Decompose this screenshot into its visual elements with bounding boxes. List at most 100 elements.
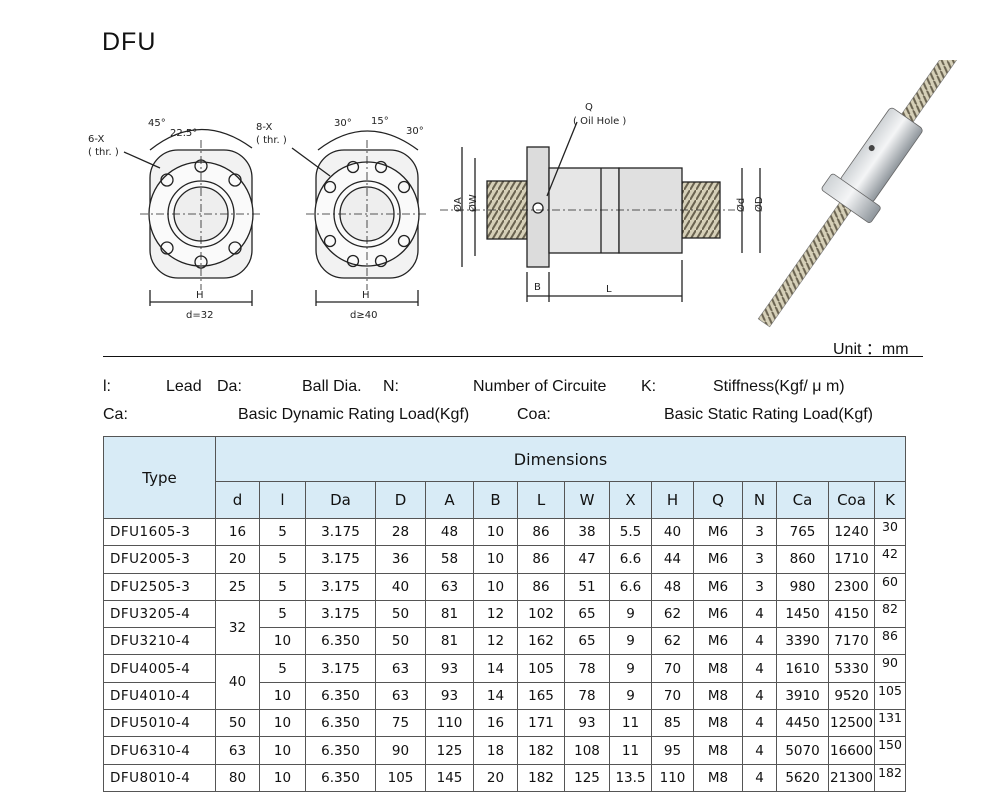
cell-n: 4 (742, 599, 777, 629)
col-header: Ca (776, 481, 829, 519)
cell-a: 93 (425, 654, 474, 683)
cell-w: 108 (564, 736, 610, 765)
cell-type: DFU1605-3 (103, 517, 216, 547)
cell-d: 80 (215, 763, 260, 792)
dimension-table: Type Dimensions d l Da D A B L W X H Q N… (103, 436, 906, 792)
cell-da: 3.175 (305, 599, 376, 629)
col-header: A (425, 481, 474, 519)
legend-dynamic-load: Basic Dynamic Rating Load(Kgf) (238, 406, 470, 423)
cell-l: 5 (259, 572, 306, 601)
cell-b: 10 (473, 517, 518, 547)
cell-ca: 5070 (776, 736, 829, 765)
cell-da: 6.350 (305, 709, 376, 738)
cell-l: 10 (259, 709, 306, 738)
cell-d: 63 (375, 654, 426, 683)
cell-d: 50 (375, 627, 426, 656)
cell-b: 16 (473, 709, 518, 738)
cell-w: 38 (564, 517, 610, 547)
cell-q: M8 (693, 654, 743, 683)
cell-d: 90 (375, 736, 426, 765)
cell-a: 58 (425, 545, 474, 574)
dim-b: B (534, 282, 541, 293)
cell-h: 48 (651, 572, 694, 601)
right-d-label: d≥40 (350, 310, 377, 321)
dim-w: ØW (467, 194, 479, 212)
cell-n: 4 (742, 763, 777, 792)
cell-q: M8 (693, 763, 743, 792)
cell-n: 3 (742, 545, 777, 574)
col-header: Da (305, 481, 376, 519)
cell-d: 50 (375, 599, 426, 629)
cell-n: 3 (742, 572, 777, 601)
cell-x: 6.6 (609, 572, 652, 601)
cell-b: 12 (473, 627, 518, 656)
cell-l: 162 (517, 627, 565, 656)
cell-d: 36 (375, 545, 426, 574)
cell-coa: 9520 (828, 681, 875, 711)
cell-l: 10 (259, 681, 306, 711)
cell-da: 3.175 (305, 654, 376, 683)
cell-d: 105 (375, 763, 426, 792)
cell-coa: 12500 (828, 709, 875, 738)
cell-d: 28 (375, 517, 426, 547)
cell-n: 3 (742, 517, 777, 547)
cell-d: 63 (375, 681, 426, 711)
cell-q: M6 (693, 572, 743, 601)
col-header: X (609, 481, 652, 519)
cell-b: 20 (473, 763, 518, 792)
col-header: W (564, 481, 610, 519)
col-header: d (215, 481, 260, 519)
cell-d: 75 (375, 709, 426, 738)
cell-n: 4 (742, 736, 777, 765)
legend-stiffness: Stiffness(Kgf/ μ m) (713, 378, 845, 395)
col-header: H (651, 481, 694, 519)
legend-l-key: l: (103, 378, 111, 395)
unit-label: Unit ：mm (833, 341, 909, 358)
cell-d: 40 (375, 572, 426, 601)
cell-l: 5 (259, 599, 306, 629)
left-angle1: 45° (148, 118, 166, 129)
cell-q: M6 (693, 627, 743, 656)
cell-d: 25 (215, 572, 260, 601)
cell-ca: 765 (776, 517, 829, 547)
cell-b: 18 (473, 736, 518, 765)
cell-k: 60 (874, 572, 906, 601)
cell-type: DFU3205-4 (103, 599, 216, 629)
right-thr-label: ( thr. ) (256, 135, 287, 146)
oil-hole-q: Q (585, 102, 593, 113)
divider (103, 356, 923, 357)
col-header: B (473, 481, 518, 519)
cell-n: 4 (742, 681, 777, 711)
col-header: Q (693, 481, 743, 519)
cell-l: 105 (517, 654, 565, 683)
cell-q: M8 (693, 736, 743, 765)
cell-q: M6 (693, 599, 743, 629)
legend-da-key: Da: (217, 378, 242, 395)
cell-h: 70 (651, 654, 694, 683)
type-header: Type (103, 436, 216, 519)
col-header: K (874, 481, 906, 519)
cell-h: 95 (651, 736, 694, 765)
cell-coa: 7170 (828, 627, 875, 656)
cell-h: 85 (651, 709, 694, 738)
cell-x: 13.5 (609, 763, 652, 792)
cell-type: DFU3210-4 (103, 627, 216, 656)
cell-da: 6.350 (305, 763, 376, 792)
cell-da: 3.175 (305, 545, 376, 574)
cell-k: 86 (874, 627, 906, 656)
cell-w: 125 (564, 763, 610, 792)
cell-ca: 1450 (776, 599, 829, 629)
right-angle3: 30° (406, 126, 424, 137)
cell-x: 11 (609, 736, 652, 765)
col-header: D (375, 481, 426, 519)
cell-coa: 1710 (828, 545, 875, 574)
cell-x: 9 (609, 681, 652, 711)
cell-w: 65 (564, 599, 610, 629)
cell-l: 86 (517, 572, 565, 601)
cell-h: 70 (651, 681, 694, 711)
legend-lead: Lead (166, 378, 202, 395)
